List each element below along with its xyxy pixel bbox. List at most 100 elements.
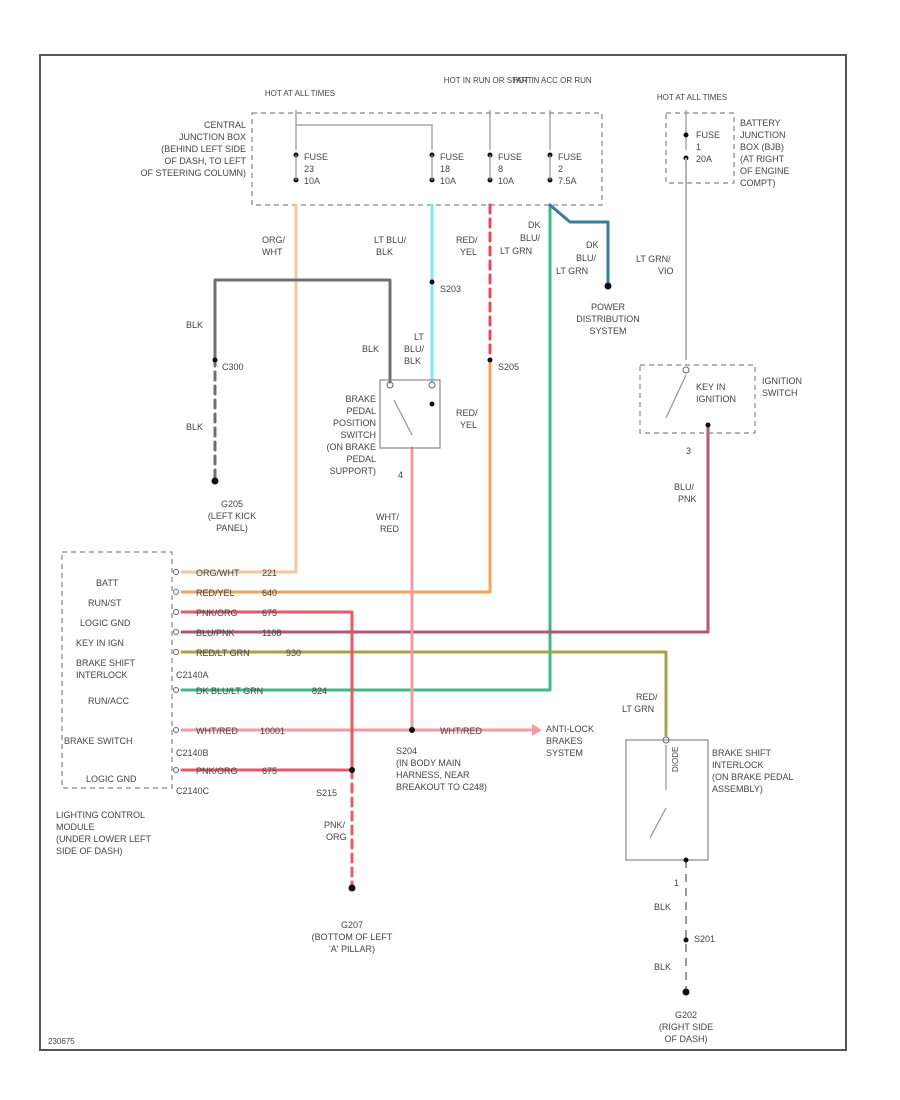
wl-lt-blu-blk-1: BLK [376, 247, 393, 257]
interlock-contact-1 [662, 736, 670, 744]
po-0: PNK/ [324, 820, 346, 830]
s204-3: BREAKOUT TO C248) [396, 782, 487, 792]
wl-dk-1: BLU/ [520, 233, 541, 243]
brake-pin-4: 4 [398, 470, 403, 480]
lbb2-1: BLU/ [404, 344, 425, 354]
brake-shift-interlock-box [625, 739, 709, 861]
fuse-2-amps: 7.5A [558, 176, 577, 186]
lcm-pin-0-wire: ORG/WHT [196, 568, 240, 578]
brake-pedal-switch-label: BRAKE PEDAL POSITION SWITCH (ON BRAKE PE… [326, 394, 376, 476]
terminal-logic-gnd-1 [173, 609, 179, 615]
ign-contact-1 [682, 366, 690, 374]
bjb-line-5: COMPT) [740, 178, 776, 188]
bps-6: SUPPORT) [330, 466, 376, 476]
wire-blk-top [213, 278, 392, 384]
il-1: INTERLOCK [712, 760, 764, 770]
wl-red-yel-0: RED/ [456, 235, 478, 245]
wire-label-dk-blu-lt-grn: DK BLU/ LT GRN [500, 220, 541, 256]
anti-lock-label: ANTI-LOCK BRAKES SYSTEM [546, 724, 594, 758]
al-1: BRAKES [546, 736, 583, 746]
lcm-pin-5-circuit: 824 [312, 686, 327, 696]
central-junction-box-label: CENTRAL JUNCTION BOX (BEHIND LEFT SIDE O… [140, 120, 246, 178]
lcm-0: LIGHTING CONTROL [56, 810, 145, 820]
c2140c-label: C2140C [176, 786, 210, 796]
bjb-line-4: OF ENGINE [740, 166, 790, 176]
lcm-pin-1-label: RUN/ST [88, 598, 122, 608]
fuse-23-amps: 10A [304, 176, 320, 186]
pnk-org-label: PNK/ ORG [324, 820, 347, 842]
fuse-8: FUSE 8 10A [487, 152, 522, 186]
fuse-8-name: FUSE [498, 152, 522, 162]
lcm-pin-6-circuit: 10001 [260, 726, 285, 736]
ry2-1: YEL [460, 420, 477, 430]
lcm-pin-4-label2: INTERLOCK [76, 670, 128, 680]
splice-s215 [349, 767, 355, 773]
terminal-runst [173, 589, 179, 595]
lcm-2: (UNDER LOWER LEFT [56, 834, 152, 844]
lcm-3: SIDE OF DASH) [56, 846, 123, 856]
wl-red-yel-1: YEL [460, 247, 477, 257]
wire-dk-blu-lt-grn [180, 203, 552, 692]
c2140a-label: C2140A [176, 670, 209, 680]
lcm-label: LIGHTING CONTROL MODULE (UNDER LOWER LEF… [56, 810, 152, 856]
il-0: BRAKE SHIFT [712, 748, 772, 758]
bjb-line-0: BATTERY [740, 118, 781, 128]
lbb2-2: BLK [404, 356, 421, 366]
red-lt-grn-label: RED/ LT GRN [622, 692, 658, 714]
fuse-18: FUSE 18 10A [429, 152, 464, 186]
lcm-pin-4-circuit: 930 [286, 648, 301, 658]
ign-outer-0: IGNITION [762, 376, 802, 386]
g205-2: PANEL) [216, 523, 248, 533]
bjb-label: BATTERY JUNCTION BOX (BJB) (AT RIGHT OF … [740, 118, 790, 188]
lcm-1: MODULE [56, 822, 95, 832]
ign-contact-2 [705, 422, 711, 428]
fuse-2-number: 2 [558, 164, 563, 174]
fuse-2: FUSE 2 7.5A [547, 152, 582, 186]
fuse-23: FUSE 23 10A [293, 152, 328, 186]
cjb-line-2: (BEHIND LEFT SIDE [161, 144, 246, 154]
lcm-pin-5-label: RUN/ACC [88, 696, 130, 706]
blk-label-1: BLK [186, 320, 203, 330]
s204-2: HARNESS, NEAR [396, 770, 470, 780]
wl-dk2-0: DK [586, 240, 599, 250]
bps-3: SWITCH [341, 430, 377, 440]
wl-vio-1: VIO [658, 266, 674, 276]
brake-switch-contact-1 [386, 381, 394, 389]
lcm-pin-labels: BATT RUN/ST LOGIC GND KEY IN IGN BRAKE S… [64, 578, 137, 784]
blk-label-3: BLK [362, 344, 379, 354]
fuse-18-name: FUSE [440, 152, 464, 162]
c300-node [212, 357, 218, 363]
bp-0: BLU/ [674, 482, 695, 492]
wht-red-label: WHT/ RED [376, 512, 400, 534]
diode-label: DIODE [671, 747, 680, 772]
hot-label-1a: HOT AT ALL TIMES [265, 89, 335, 98]
lighting-control-module-box [61, 551, 173, 789]
fuse-8-number: 8 [498, 164, 503, 174]
lcm-pin-3-circuit: 1108 [262, 628, 281, 638]
lcm-pin-3-label: KEY IN IGN [76, 638, 124, 648]
power-distribution-node [604, 282, 612, 290]
diagram-frame [39, 54, 847, 1051]
wl-org-wht-0: ORG/ [262, 235, 286, 245]
il-2: (ON BRAKE PEDAL [712, 772, 794, 782]
il-3: ASSEMBLY) [712, 784, 763, 794]
g207-1: (BOTTOM OF LEFT [312, 932, 393, 942]
g202-0: G202 [675, 1010, 697, 1020]
s204-1: (IN BODY MAIN [396, 758, 461, 768]
wire-dk-blu-lt-grn-power [548, 203, 610, 287]
wire-blu-pnk [180, 426, 710, 634]
lbb2-0: LT [414, 332, 424, 342]
cjb-line-4: OF STEERING COLUMN) [140, 168, 246, 178]
pd-1: DISTRIBUTION [576, 314, 640, 324]
g207-node [348, 884, 356, 892]
anti-lock-wire-label: WHT/RED [440, 726, 482, 736]
lcm-terminals [173, 569, 179, 773]
splice-s205 [487, 357, 493, 363]
bjb-line-3: (AT RIGHT [740, 154, 785, 164]
c300-label: C300 [222, 362, 244, 372]
lcm-pin-2-label: LOGIC GND [80, 618, 131, 628]
fuse-1-amps: 20A [696, 154, 712, 164]
terminal-logic-gnd-2 [173, 767, 179, 773]
red-yel-label-2: RED/ YEL [456, 408, 478, 430]
